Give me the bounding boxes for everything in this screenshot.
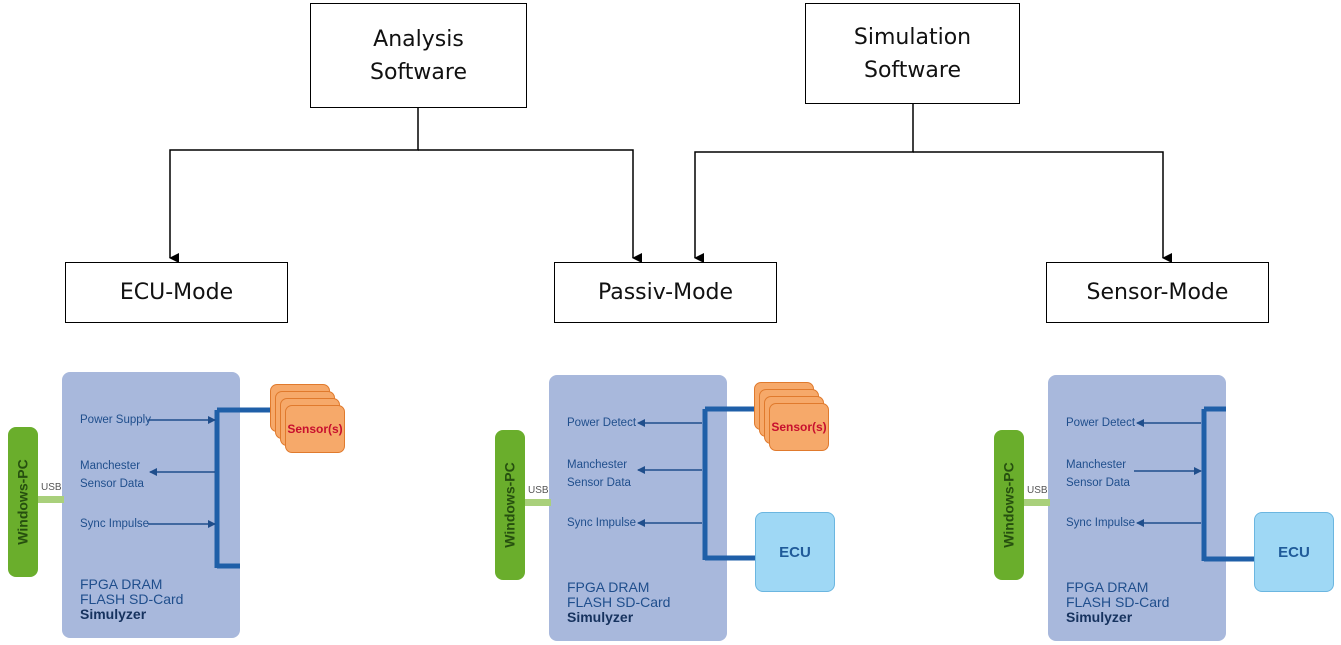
usb-label: USB [1027,485,1048,496]
sensor-mode-panel: Windows-PC USB Power Detect Manchester S… [994,375,1334,645]
analysis-to-ecu-arrow [169,108,419,263]
flash-label: FLASH SD-Card [567,594,671,610]
bus-lines [1134,406,1256,562]
sync-impulse-label: Sync Impulse [80,518,150,530]
device-info: FPGA DRAM FLASH SD-Card Simulyzer [80,577,183,622]
usb-connector [525,499,551,506]
simulation-software-box: Simulation Software [805,3,1020,104]
sensor-block: Sensor(s) [285,405,345,453]
power-detect-label: Power Detect [567,417,637,429]
simulyzer-label: Simulyzer [567,609,634,625]
ecu-mode-box: ECU-Mode [65,262,288,323]
analysis-to-passiv-arrow [418,149,642,263]
usb-connector [38,496,64,503]
sensor-data-label: Sensor Data [80,478,144,490]
windows-pc-block: Windows-PC [8,427,38,577]
sync-impulse-label: Sync Impulse [567,517,637,529]
manchester-label: Manchester [567,459,628,471]
analysis-software-box: Analysis Software [310,3,527,108]
bus-lines [637,406,757,561]
ecu-block: ECU [755,512,835,592]
device-info: FPGA DRAM FLASH SD-Card Simulyzer [1066,580,1169,625]
fpga-label: FPGA DRAM [1066,579,1149,595]
simulation-to-sensor-arrow [913,151,1172,263]
windows-pc-block: Windows-PC [994,430,1024,580]
sensor-block: Sensor(s) [769,403,829,451]
usb-label: USB [528,485,549,496]
flash-label: FLASH SD-Card [80,591,184,607]
power-detect-label: Power Detect [1066,417,1136,429]
windows-pc-block: Windows-PC [495,430,525,580]
flash-label: FLASH SD-Card [1066,594,1170,610]
usb-label: USB [41,482,62,493]
sensor-data-label: Sensor Data [1066,477,1130,489]
manchester-label: Manchester [80,460,141,472]
sensor-data-label: Sensor Data [567,477,631,489]
ecu-mode-panel: Windows-PC USB Power Supply Manchester S… [8,372,345,642]
simulyzer-label: Simulyzer [80,606,147,622]
sensor-mode-box: Sensor-Mode [1046,262,1269,323]
passiv-mode-panel: Windows-PC USB Power Detect Manchester S… [495,375,835,645]
simulation-to-passiv-arrow [694,104,914,263]
passiv-mode-box: Passiv-Mode [554,262,777,323]
power-supply-label: Power Supply [80,414,151,426]
usb-connector [1024,499,1050,506]
sync-impulse-label: Sync Impulse [1066,517,1136,529]
fpga-label: FPGA DRAM [80,576,163,592]
ecu-block: ECU [1254,512,1334,592]
fpga-label: FPGA DRAM [567,579,650,595]
bus-lines [148,407,270,569]
simulyzer-label: Simulyzer [1066,609,1133,625]
manchester-label: Manchester [1066,459,1127,471]
device-info: FPGA DRAM FLASH SD-Card Simulyzer [567,580,670,625]
